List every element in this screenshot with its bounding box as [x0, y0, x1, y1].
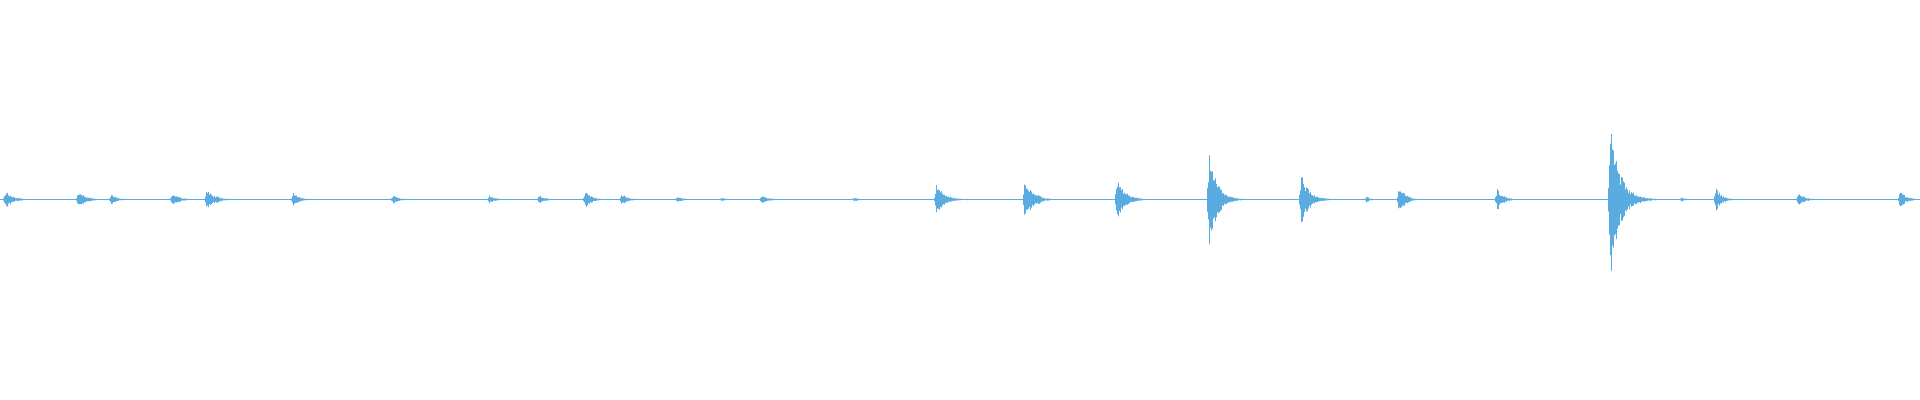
waveform-amplitude-path — [0, 133, 1920, 271]
waveform-samples — [0, 133, 1920, 271]
